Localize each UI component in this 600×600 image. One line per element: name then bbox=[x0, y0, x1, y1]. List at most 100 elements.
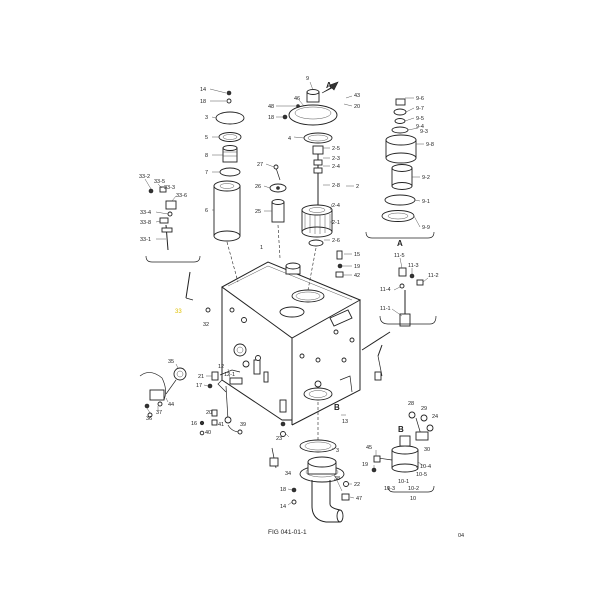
detail-b bbox=[371, 411, 435, 493]
callout: 39 bbox=[240, 422, 246, 428]
breather-parts bbox=[269, 164, 287, 259]
callout: 8 bbox=[205, 153, 208, 159]
callout-highlighted: 33 bbox=[175, 309, 182, 315]
callout: 23 bbox=[276, 436, 282, 442]
callout: 13 bbox=[342, 419, 348, 425]
callout: 44 bbox=[168, 402, 174, 408]
callout: 14 bbox=[280, 504, 286, 510]
callout: 29 bbox=[421, 406, 427, 412]
callout: 22 bbox=[354, 482, 360, 488]
callout: 33-8 bbox=[140, 220, 151, 226]
callout: 18 bbox=[280, 487, 286, 493]
callout: 30 bbox=[424, 447, 430, 453]
callout: 17 bbox=[196, 383, 202, 389]
callout: 46 bbox=[294, 96, 300, 102]
callout: 28 bbox=[408, 401, 414, 407]
detail-letter: B bbox=[334, 403, 340, 412]
callout: 24 bbox=[432, 414, 438, 420]
callout-labels: 14 18 3 5 8 7 6 9 A 46 48 18 4 43 20 2-5… bbox=[139, 76, 439, 510]
callout: 45 bbox=[366, 445, 372, 451]
callout: 12 bbox=[218, 364, 224, 370]
callout: 33-1 bbox=[140, 237, 151, 243]
callout: 3 bbox=[336, 448, 339, 454]
cover-assembly bbox=[282, 89, 338, 291]
callout: 38 bbox=[334, 476, 340, 482]
callout: 18 bbox=[200, 99, 206, 105]
callout: 48 bbox=[268, 104, 274, 110]
callout: 19 bbox=[354, 264, 360, 270]
callout: 9 bbox=[306, 76, 309, 82]
callout: 1 bbox=[260, 245, 263, 251]
detail-11 bbox=[361, 267, 437, 381]
callout: 10-3 bbox=[384, 486, 395, 492]
callout: 2-6 bbox=[332, 238, 340, 244]
callout: 9-4 bbox=[416, 124, 424, 130]
figure-label: FIG 041-01-1 bbox=[268, 529, 307, 536]
callout: 37 bbox=[156, 410, 162, 416]
detail-a bbox=[365, 98, 435, 239]
page-code: 04 bbox=[458, 533, 464, 539]
callout: 12-1 bbox=[224, 372, 235, 378]
view-a-arrow bbox=[321, 81, 339, 94]
callout: 2 bbox=[356, 184, 359, 190]
callout: 16 bbox=[191, 421, 197, 427]
callout: 14 bbox=[200, 87, 206, 93]
callout: 11-4 bbox=[380, 287, 391, 293]
callout: 2-8 bbox=[332, 183, 340, 189]
callout: 40 bbox=[205, 430, 211, 436]
callout: 25 bbox=[255, 209, 261, 215]
callout: 2-4 bbox=[332, 164, 340, 170]
callout: 10-1 bbox=[398, 479, 409, 485]
callout: 10 bbox=[410, 496, 416, 502]
callout: 9-1 bbox=[422, 199, 430, 205]
callout: 33-5 bbox=[154, 179, 165, 185]
callout: 26 bbox=[255, 184, 261, 190]
callout: 32 bbox=[203, 322, 209, 328]
detail-letter: A bbox=[326, 81, 332, 90]
callout: 34 bbox=[285, 471, 291, 477]
callout: 2-1 bbox=[332, 220, 340, 226]
callout: 11-5 bbox=[394, 253, 405, 259]
callout: 10-2 bbox=[408, 486, 419, 492]
callout: 33-2 bbox=[139, 174, 150, 180]
callout: 9-5 bbox=[416, 116, 424, 122]
callout: 9-2 bbox=[422, 175, 430, 181]
callout: 11-2 bbox=[428, 273, 439, 279]
callout: 33-3 bbox=[164, 185, 175, 191]
detail-letter: A bbox=[397, 239, 403, 248]
callout: 35 bbox=[168, 359, 174, 365]
detail-33 bbox=[145, 186, 211, 313]
callout: 2-5 bbox=[332, 146, 340, 152]
filter-stack bbox=[213, 90, 245, 283]
callout: 19 bbox=[362, 462, 368, 468]
callout: 11-3 bbox=[408, 263, 419, 269]
callout: 3 bbox=[205, 115, 208, 121]
callout: 43 bbox=[354, 93, 360, 99]
callout: 42 bbox=[354, 273, 360, 279]
callout: 18 bbox=[268, 115, 274, 121]
callout: 9-6 bbox=[416, 96, 424, 102]
callout: 9-9 bbox=[422, 225, 430, 231]
callout: 20 bbox=[354, 104, 360, 110]
callout: 10-4 bbox=[420, 464, 431, 470]
callout: 47 bbox=[356, 496, 362, 502]
callout: 33-4 bbox=[140, 210, 151, 216]
leader-lines bbox=[144, 81, 429, 506]
detail-letter: B bbox=[398, 425, 404, 434]
callout: 20 bbox=[206, 410, 212, 416]
callout: 41 bbox=[218, 422, 224, 428]
callout: 9-3 bbox=[420, 129, 428, 135]
callout: 2-4 bbox=[332, 203, 340, 209]
sensor-harness bbox=[139, 355, 261, 436]
callout: 33-6 bbox=[176, 193, 187, 199]
callout: 2-3 bbox=[332, 156, 340, 162]
callout: 7 bbox=[205, 170, 208, 176]
callout: 11-1 bbox=[380, 306, 391, 312]
callout: 9-8 bbox=[426, 142, 434, 148]
callout: 4 bbox=[288, 136, 291, 142]
callout: 6 bbox=[205, 208, 208, 214]
hydraulic-tank bbox=[217, 261, 362, 426]
callout: 5 bbox=[205, 135, 208, 141]
plug-parts bbox=[335, 250, 344, 278]
